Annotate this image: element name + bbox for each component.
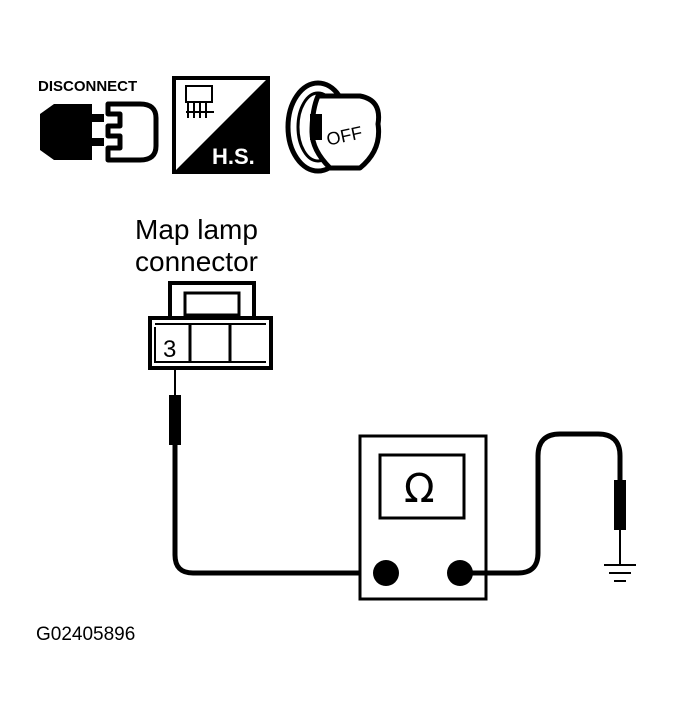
connector-label-line2: connector — [135, 246, 258, 277]
ohm-symbol: Ω — [404, 466, 435, 512]
meter-terminal-positive — [373, 560, 399, 586]
figure-code: G02405896 — [36, 624, 135, 645]
connector-pin-label: 3 — [163, 336, 176, 363]
ground-test-lead — [460, 431, 626, 576]
disconnect-icon: DISCONNECT — [38, 78, 159, 163]
disconnect-label: DISCONNECT — [38, 78, 137, 95]
connector-label-line1: Map lamp — [135, 214, 258, 245]
ignition-key-off-icon: OFF — [285, 80, 382, 174]
map-lamp-connector — [148, 281, 273, 370]
hs-icon: H.S. — [172, 76, 270, 174]
ground-icon — [604, 564, 636, 582]
positive-test-lead — [169, 366, 386, 576]
hs-label: H.S. — [212, 144, 255, 169]
